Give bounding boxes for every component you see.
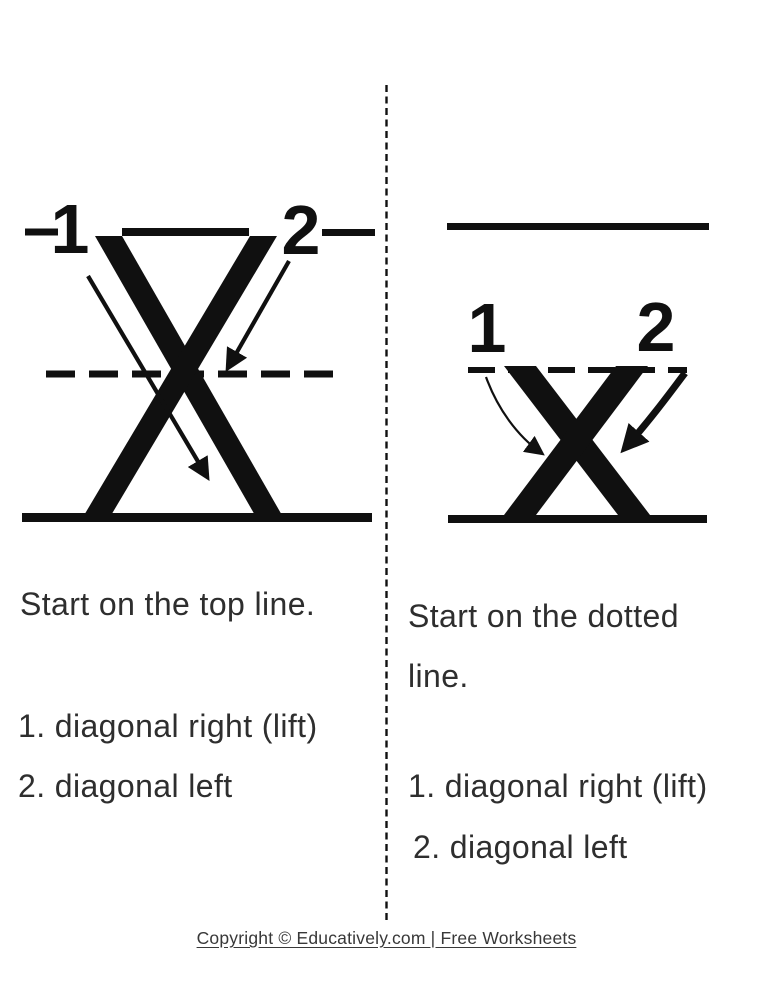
left-panel-instruction: Start on the top line. [20,586,316,622]
footer: Copyright © Educatively.com | Free Works… [0,928,773,949]
uppercase-x-diagram: 1 2 [22,190,375,522]
top-line-right-dash [322,229,375,236]
left-panel-step-2: 2. diagonal left [18,768,233,804]
stroke-number-2: 2 [637,288,676,366]
stroke-number-1: 1 [468,289,507,367]
letter-x-stroke-2 [504,366,648,515]
lowercase-x-diagram: 1 2 [447,223,709,523]
stroke-2-direction-arrow [620,370,688,454]
right-panel-step-2: 2. diagonal left [413,829,628,865]
letter-X-stroke-2 [83,236,277,517]
bottom-line [448,515,707,523]
left-panel-step-1: 1. diagonal right (lift) [18,708,318,744]
stroke-1-direction-arrow [484,376,545,456]
right-panel-instruction: Start on the dotted line. [408,598,679,694]
copyright-link[interactable]: Copyright © Educatively.com | Free Works… [196,928,577,948]
right-panel-step-1: 1. diagonal right (lift) [408,768,708,804]
stroke-number-1: 1 [51,190,90,268]
top-line-left-dash [25,228,58,236]
top-line [447,223,709,230]
top-line [122,228,249,236]
stroke-2-direction-arrow [225,259,291,373]
bottom-line [22,513,372,522]
stroke-1-direction-arrow [86,274,210,481]
stroke-number-2: 2 [282,191,321,269]
